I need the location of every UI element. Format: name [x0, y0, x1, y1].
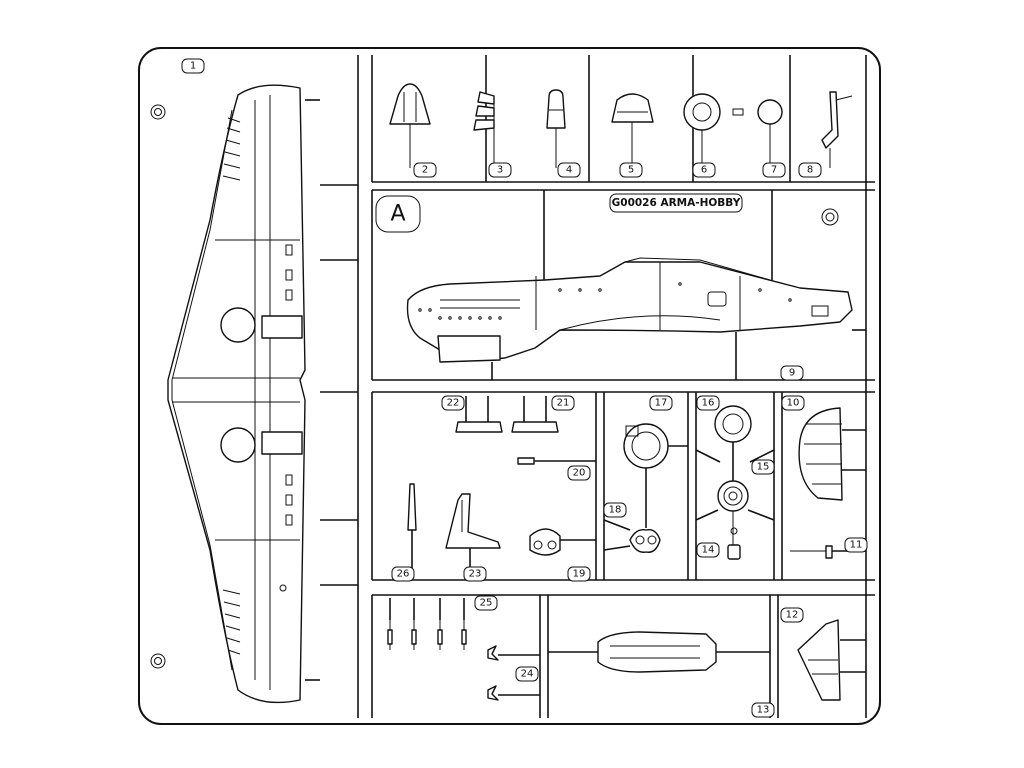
svg-text:9: 9 — [789, 368, 795, 379]
part-number-6: 6 — [692, 162, 716, 178]
svg-text:4: 4 — [566, 165, 572, 176]
part-number-5: 5 — [619, 162, 643, 178]
part-number-24: 24 — [515, 666, 539, 682]
svg-text:2: 2 — [422, 165, 428, 176]
part-number-13: 13 — [751, 702, 775, 718]
svg-text:17: 17 — [655, 398, 668, 409]
svg-text:G00026 ARMA-HOBBY: G00026 ARMA-HOBBY — [612, 197, 741, 209]
part-number-23: 23 — [463, 566, 487, 582]
part-clip — [517, 457, 596, 465]
part-brackets — [487, 645, 540, 701]
svg-text:14: 14 — [702, 545, 715, 556]
part-ring — [683, 93, 721, 168]
svg-text:25: 25 — [480, 598, 493, 609]
part-number-26: 26 — [391, 566, 415, 582]
svg-text:23: 23 — [469, 569, 482, 580]
svg-text:16: 16 — [702, 398, 715, 409]
part-number-14: 14 — [696, 542, 720, 558]
part-wheel-well — [798, 407, 866, 501]
part-number-4: 4 — [557, 162, 581, 178]
part-number-22: 22 — [441, 395, 465, 411]
svg-text:20: 20 — [573, 468, 586, 479]
part-antenna — [407, 483, 417, 580]
part-number-8: 8 — [798, 162, 822, 178]
part-panels — [455, 396, 559, 433]
part-lower-wing — [167, 84, 320, 704]
svg-text:15: 15 — [757, 462, 770, 473]
part-number-20: 20 — [567, 465, 591, 481]
part-number-10: 10 — [781, 395, 805, 411]
part-number-2: 2 — [413, 162, 437, 178]
svg-text:10: 10 — [787, 398, 800, 409]
part-wheel-hub — [695, 405, 775, 560]
part-fuselage-half — [406, 257, 866, 380]
sprue-letter: A — [375, 195, 421, 233]
svg-text:A: A — [390, 202, 405, 227]
svg-text:1: 1 — [190, 61, 196, 72]
svg-text:6: 6 — [701, 165, 707, 176]
svg-text:12: 12 — [786, 610, 799, 621]
svg-text:8: 8 — [807, 165, 813, 176]
part-number-17: 17 — [649, 395, 673, 411]
svg-text:13: 13 — [757, 705, 770, 716]
part-number-21: 21 — [551, 395, 575, 411]
part-number-11: 11 — [844, 537, 868, 553]
part-number-18: 18 — [603, 502, 627, 518]
part-number-12: 12 — [780, 607, 804, 623]
svg-text:22: 22 — [447, 398, 460, 409]
frame-holes — [150, 104, 839, 669]
svg-text:5: 5 — [628, 165, 634, 176]
part-linkage — [821, 91, 853, 168]
part-number-1: 1 — [181, 58, 205, 74]
part-number-25: 25 — [474, 595, 498, 611]
sprue-runners — [320, 55, 875, 718]
svg-text:11: 11 — [850, 540, 863, 551]
svg-text:7: 7 — [771, 165, 777, 176]
part-capsule — [546, 89, 566, 168]
part-number-19: 19 — [567, 566, 591, 582]
svg-text:24: 24 — [521, 669, 534, 680]
part-harness — [529, 528, 596, 556]
sprue-frame — [138, 47, 881, 725]
part-seat — [611, 93, 654, 168]
part-number-7: 7 — [762, 162, 786, 178]
part-stepped-blocks — [473, 91, 495, 168]
part-gear-leg — [445, 493, 501, 580]
svg-text:19: 19 — [573, 569, 586, 580]
part-number-15: 15 — [751, 459, 775, 475]
part-hub — [732, 99, 783, 168]
part-number-16: 16 — [696, 395, 720, 411]
part-cowling-lower — [548, 631, 770, 673]
part-control-column — [389, 83, 431, 168]
part-number-9: 9 — [780, 365, 804, 381]
svg-text:18: 18 — [609, 505, 622, 516]
part-tail-fairing — [797, 619, 866, 701]
svg-text:3: 3 — [497, 165, 503, 176]
sprue-code-label: G00026 ARMA-HOBBY — [609, 193, 743, 213]
svg-text:21: 21 — [557, 398, 570, 409]
part-engine-front — [603, 423, 688, 553]
part-exhaust-stubs — [387, 598, 467, 650]
part-number-3: 3 — [488, 162, 512, 178]
svg-text:26: 26 — [397, 569, 410, 580]
